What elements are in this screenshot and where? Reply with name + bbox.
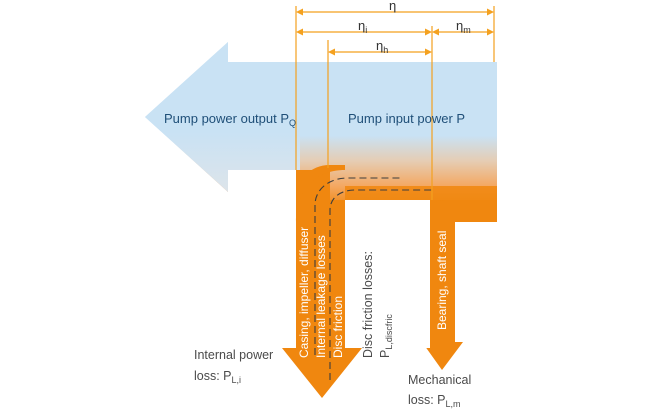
dimension-arrowheads <box>296 8 494 56</box>
bearing-shaft-seal-label: Bearing, shaft seal <box>435 231 449 330</box>
internal-loss-notch <box>296 165 345 222</box>
internal-loss-arrow <box>282 168 362 398</box>
pump-power-output-label: Pump power output PQ <box>164 111 296 128</box>
orange-base-band <box>345 186 497 200</box>
leakage-dashed-line <box>314 177 400 355</box>
output-arrow-head <box>145 42 300 192</box>
disc-friction-stream-label: Disc friction <box>331 296 345 358</box>
flow-gap <box>345 200 430 348</box>
eta-m-label: ηm <box>456 18 471 35</box>
eta-h-label: ηh <box>376 38 388 55</box>
disc-friction-symbol: PL,discfric <box>378 314 394 358</box>
disc-friction-losses-label: Disc friction losses: <box>361 251 375 358</box>
eta-i-label: ηi <box>358 18 367 35</box>
leakage-loss-label: Internal leakage losses <box>314 235 328 358</box>
eta-label: η <box>389 0 396 13</box>
internal-power-loss-line1: Internal power <box>194 348 273 362</box>
mechanical-loss-line1: Mechanical <box>408 373 471 387</box>
efficiency-dimensions <box>295 6 495 200</box>
casing-loss-label: Casing, impeller, diffuser <box>297 227 311 358</box>
mechanical-loss-line2: loss: PL,m <box>408 393 461 409</box>
pump-input-power-label: Pump input power P <box>348 111 465 126</box>
mechanical-bend <box>430 200 497 342</box>
disc-dashed-line <box>329 189 432 380</box>
internal-power-loss-line2: loss: PL,i <box>194 369 241 385</box>
